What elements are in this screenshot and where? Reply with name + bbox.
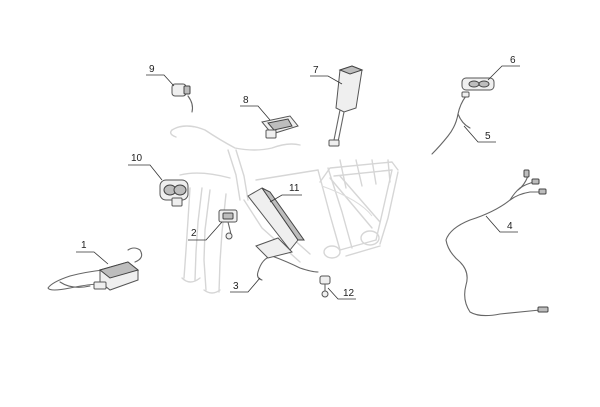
callout-3-label: 3 (233, 281, 239, 292)
callouts: 1 2 3 4 5 6 7 8 (76, 55, 520, 300)
callout-11: 11 (269, 183, 302, 203)
part-8-display (261, 115, 299, 139)
callout-3: 3 (230, 277, 261, 293)
part-10-controller (159, 179, 189, 207)
callout-7: 7 (310, 65, 343, 85)
callout-5-label: 5 (485, 131, 491, 142)
callout-6-label: 6 (510, 55, 516, 66)
callout-2-label: 2 (191, 228, 197, 239)
part-7-battery-pack (328, 65, 364, 147)
callout-1: 1 (76, 240, 109, 265)
callout-12-label: 12 (343, 288, 355, 299)
callout-8-label: 8 (243, 95, 249, 106)
part-1-charger (47, 247, 143, 291)
part-3-harness (256, 255, 319, 281)
callout-2: 2 (188, 221, 223, 241)
part-12-speed-sensor (319, 275, 331, 298)
bicycle-frame-ghost (169, 125, 399, 294)
callout-12: 12 (327, 287, 356, 300)
part-5-sensor-cable (431, 91, 471, 155)
callout-9-label: 9 (149, 64, 155, 75)
callout-8: 8 (240, 95, 271, 121)
callout-7-label: 7 (313, 65, 319, 76)
callout-1-label: 1 (81, 240, 87, 251)
callout-11-label: 11 (289, 183, 300, 194)
part-9-throttle (171, 83, 194, 113)
callout-4-label: 4 (507, 221, 513, 232)
callout-10-label: 10 (131, 153, 143, 164)
callout-10: 10 (128, 153, 163, 181)
part-6-control-pad (461, 77, 495, 91)
callout-6: 6 (487, 55, 520, 81)
part-4-main-cable (445, 169, 549, 317)
callout-4: 4 (485, 215, 518, 233)
part-2-sensor (218, 209, 238, 240)
callout-5: 5 (463, 125, 496, 143)
callout-9: 9 (146, 64, 175, 87)
